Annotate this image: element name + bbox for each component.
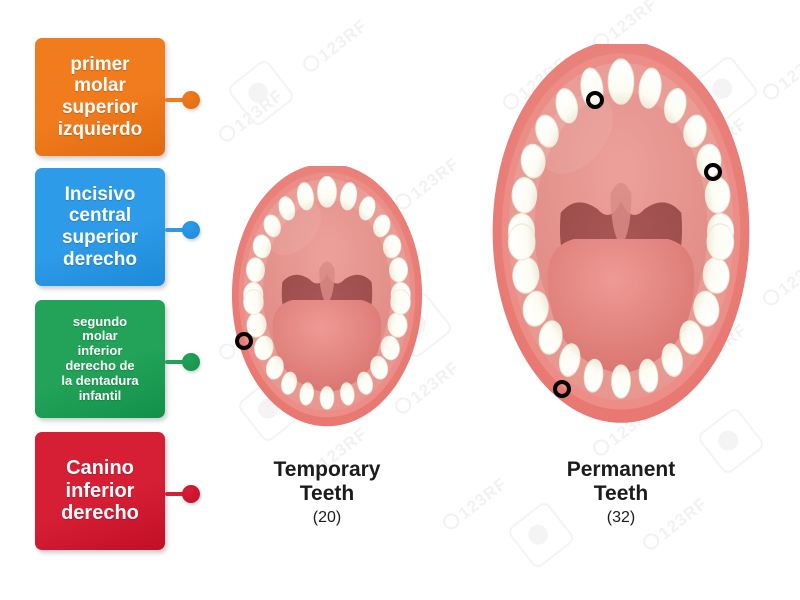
connector-stem — [165, 492, 185, 496]
watermark-text: 123RF — [216, 86, 287, 148]
connector-knob-icon[interactable] — [182, 485, 200, 503]
connector-segundo-molar-inferior-derecho-dentadura-infantil[interactable] — [165, 353, 201, 371]
watermark-text: 123RF — [760, 250, 800, 312]
caption-tooth-count: (32) — [606, 509, 636, 527]
mouth-figure-temporary-teeth — [230, 166, 424, 434]
label-card-canino-inferior-derecho[interactable]: Canino inferior derecho — [35, 432, 165, 550]
label-card-text: primer molar superior izquierdo — [57, 53, 143, 140]
label-card-primer-molar-superior-izquierdo[interactable]: primer molar superior izquierdo — [35, 38, 165, 156]
caption-title: Temporary Teeth — [273, 458, 381, 505]
caption-tooth-count: (20) — [312, 509, 342, 527]
watermark-label: 123RF — [314, 15, 371, 66]
label-card-text: segundo molar inferior derecho de la den… — [61, 313, 139, 403]
connector-knob-icon[interactable] — [182, 353, 200, 371]
watermark-ring-icon — [440, 510, 463, 533]
caption-title: Permanent Teeth — [566, 458, 676, 505]
watermark-ring-icon — [640, 530, 663, 553]
watermark-label: 123RF — [604, 0, 661, 44]
marker-temporary-lower-right-marker[interactable] — [235, 332, 253, 350]
marker-permanent-upper-left-molar-marker[interactable] — [704, 163, 722, 181]
connector-primer-molar-superior-izquierdo[interactable] — [165, 91, 201, 109]
connector-knob-icon[interactable] — [182, 91, 200, 109]
watermark-text: 123RF — [760, 44, 800, 106]
watermark-label: 123RF — [774, 249, 800, 300]
label-card-segundo-molar-inferior-derecho-dentadura-infantil[interactable]: segundo molar inferior derecho de la den… — [35, 300, 165, 418]
watermark-ring-icon — [216, 122, 239, 145]
watermark-ring-icon — [760, 286, 783, 309]
watermark-ring-icon — [760, 80, 783, 103]
marker-permanent-upper-front-marker[interactable] — [586, 91, 604, 109]
connector-knob-icon[interactable] — [182, 221, 200, 239]
label-card-text: Incisivo central superior derecho — [61, 183, 139, 270]
watermark-badge-icon — [225, 57, 297, 129]
mouth-figure-permanent-teeth — [490, 44, 752, 434]
marker-permanent-lower-right-marker[interactable] — [553, 380, 571, 398]
watermark-label: 123RF — [774, 43, 800, 94]
connector-incisivo-central-superior-derecho[interactable] — [165, 221, 201, 239]
watermark-ring-icon — [590, 436, 613, 459]
connector-stem — [165, 360, 185, 364]
connector-stem — [165, 228, 185, 232]
watermark-ring-icon — [300, 52, 323, 75]
connector-canino-inferior-derecho[interactable] — [165, 485, 201, 503]
caption-temporary-teeth: Temporary Teeth (20) — [230, 458, 424, 527]
watermark-label: 123RF — [230, 85, 287, 136]
caption-permanent-teeth: Permanent Teeth (32) — [490, 458, 752, 527]
watermark-text: 123RF — [300, 16, 371, 78]
connector-stem — [165, 98, 185, 102]
label-card-incisivo-central-superior-derecho[interactable]: Incisivo central superior derecho — [35, 168, 165, 286]
label-card-text: Canino inferior derecho — [61, 456, 139, 525]
